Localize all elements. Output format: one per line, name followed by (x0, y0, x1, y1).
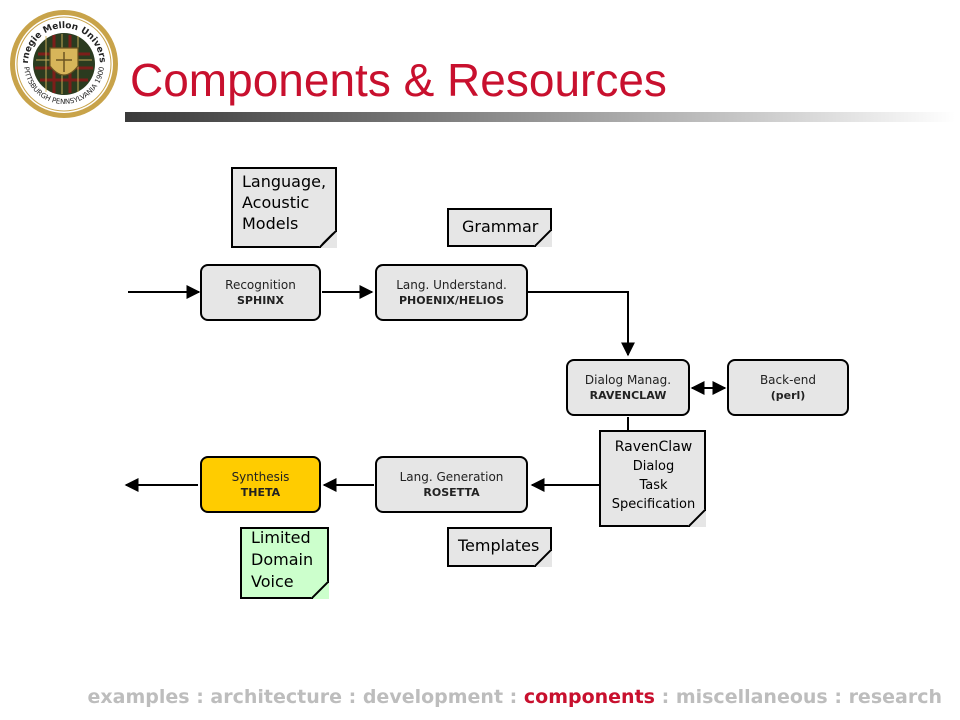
nav-link-development[interactable]: development (362, 686, 504, 708)
section-navigation: examples : architecture : development : … (0, 686, 943, 708)
lang-understand-box: Lang. Understand. PHOENIX/HELIOS (375, 264, 528, 321)
nav-link-research[interactable]: research (848, 686, 942, 708)
grammar-note: Grammar (447, 208, 552, 247)
recognition-box: Recognition SPHINX (200, 264, 321, 321)
dialog-manag-tech: RAVENCLAW (589, 389, 667, 402)
nav-separator: : (503, 686, 524, 708)
nav-separator: : (189, 686, 211, 708)
nav-separator: : (654, 686, 676, 708)
back-end-tech: (perl) (770, 389, 806, 402)
language-acoustic-models-note: Language, Acoustic Models (231, 167, 337, 248)
lang-generation-tech: ROSETTA (423, 486, 480, 499)
nav-link-examples[interactable]: examples (87, 686, 190, 708)
ravenclaw-spec-note: RavenClaw Dialog Task Specification (599, 430, 706, 527)
nav-link-components[interactable]: components (523, 686, 655, 708)
back-end-box: Back-end (perl) (727, 359, 849, 416)
synthesis-label: Synthesis (231, 470, 290, 484)
arrow-understanding-to-dialog (528, 291, 635, 357)
nav-link-architecture[interactable]: architecture (210, 686, 342, 708)
nav-separator: : (342, 686, 363, 708)
nav-separator: : (827, 686, 849, 708)
lang-understand-label: Lang. Understand. (396, 278, 507, 292)
language-acoustic-models-text: Language, Acoustic Models (242, 172, 327, 233)
synthesis-box: Synthesis THETA (200, 456, 321, 513)
dialog-manag-label: Dialog Manag. (584, 373, 672, 387)
ravenclaw-spec-body: Dialog Task Specification (611, 459, 696, 512)
grammar-text: Grammar (462, 217, 539, 236)
ravenclaw-spec-title: RavenClaw (614, 439, 693, 455)
university-seal-logo: Carnegie Mellon University PITTSBURGH PE… (5, 1, 120, 120)
lang-understand-tech: PHOENIX/HELIOS (398, 294, 505, 307)
recognition-label: Recognition (225, 278, 296, 292)
templates-note: Templates (447, 527, 552, 567)
title-underline (125, 112, 955, 122)
lang-generation-label: Lang. Generation (399, 470, 504, 484)
limited-domain-voice-text: Limited Domain Voice (251, 528, 314, 591)
nav-link-miscellaneous[interactable]: miscellaneous (675, 686, 828, 708)
recognition-tech: SPHINX (237, 294, 284, 307)
back-end-label: Back-end (759, 373, 817, 387)
synthesis-tech: THETA (240, 486, 281, 499)
page-title: Components & Resources (130, 54, 667, 106)
limited-domain-voice-note: Limited Domain Voice (240, 527, 329, 599)
lang-generation-box: Lang. Generation ROSETTA (375, 456, 528, 513)
templates-text: Templates (458, 536, 540, 555)
dialog-manag-box: Dialog Manag. RAVENCLAW (566, 359, 690, 416)
